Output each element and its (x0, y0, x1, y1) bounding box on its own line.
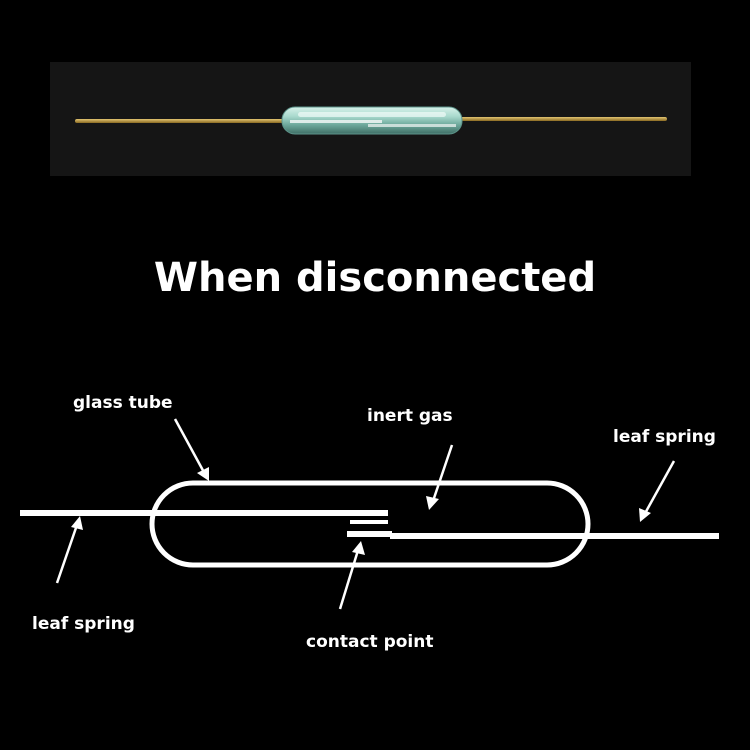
arrow-contact-point-head (352, 541, 365, 555)
arrow-glass-tube (173, 418, 208, 477)
photo-glass-highlight (298, 112, 446, 117)
arrow-leaf-spring-left (55, 521, 80, 584)
arrow-inert-gas (430, 444, 454, 505)
arrow-leaf-spring-right (641, 460, 676, 518)
label-leaf-spring-left: leaf spring (32, 614, 135, 634)
arrow-leaf-spring-right-head (639, 508, 651, 522)
arrow-glass-tube-head (197, 467, 209, 481)
label-inert-gas: inert gas (367, 406, 453, 426)
label-glass-tube: glass tube (73, 393, 173, 413)
arrow-inert-gas-head (426, 496, 439, 510)
photo-inner-reed-left (290, 120, 382, 123)
label-leaf-spring-right: leaf spring (613, 427, 716, 447)
page-title: When disconnected (153, 255, 597, 301)
label-contact-point: contact point (306, 632, 434, 652)
photo-lead-wire-left (75, 119, 290, 123)
photo-inner-reed-right (368, 124, 456, 127)
glass-tube-outline (149, 480, 591, 568)
arrow-contact-point (338, 546, 361, 610)
arrow-leaf-spring-left-head (71, 516, 83, 530)
photo-lead-wire-right (455, 117, 667, 121)
reed-switch-photo-drawing (75, 106, 667, 135)
reed-switch-photo (50, 62, 691, 176)
